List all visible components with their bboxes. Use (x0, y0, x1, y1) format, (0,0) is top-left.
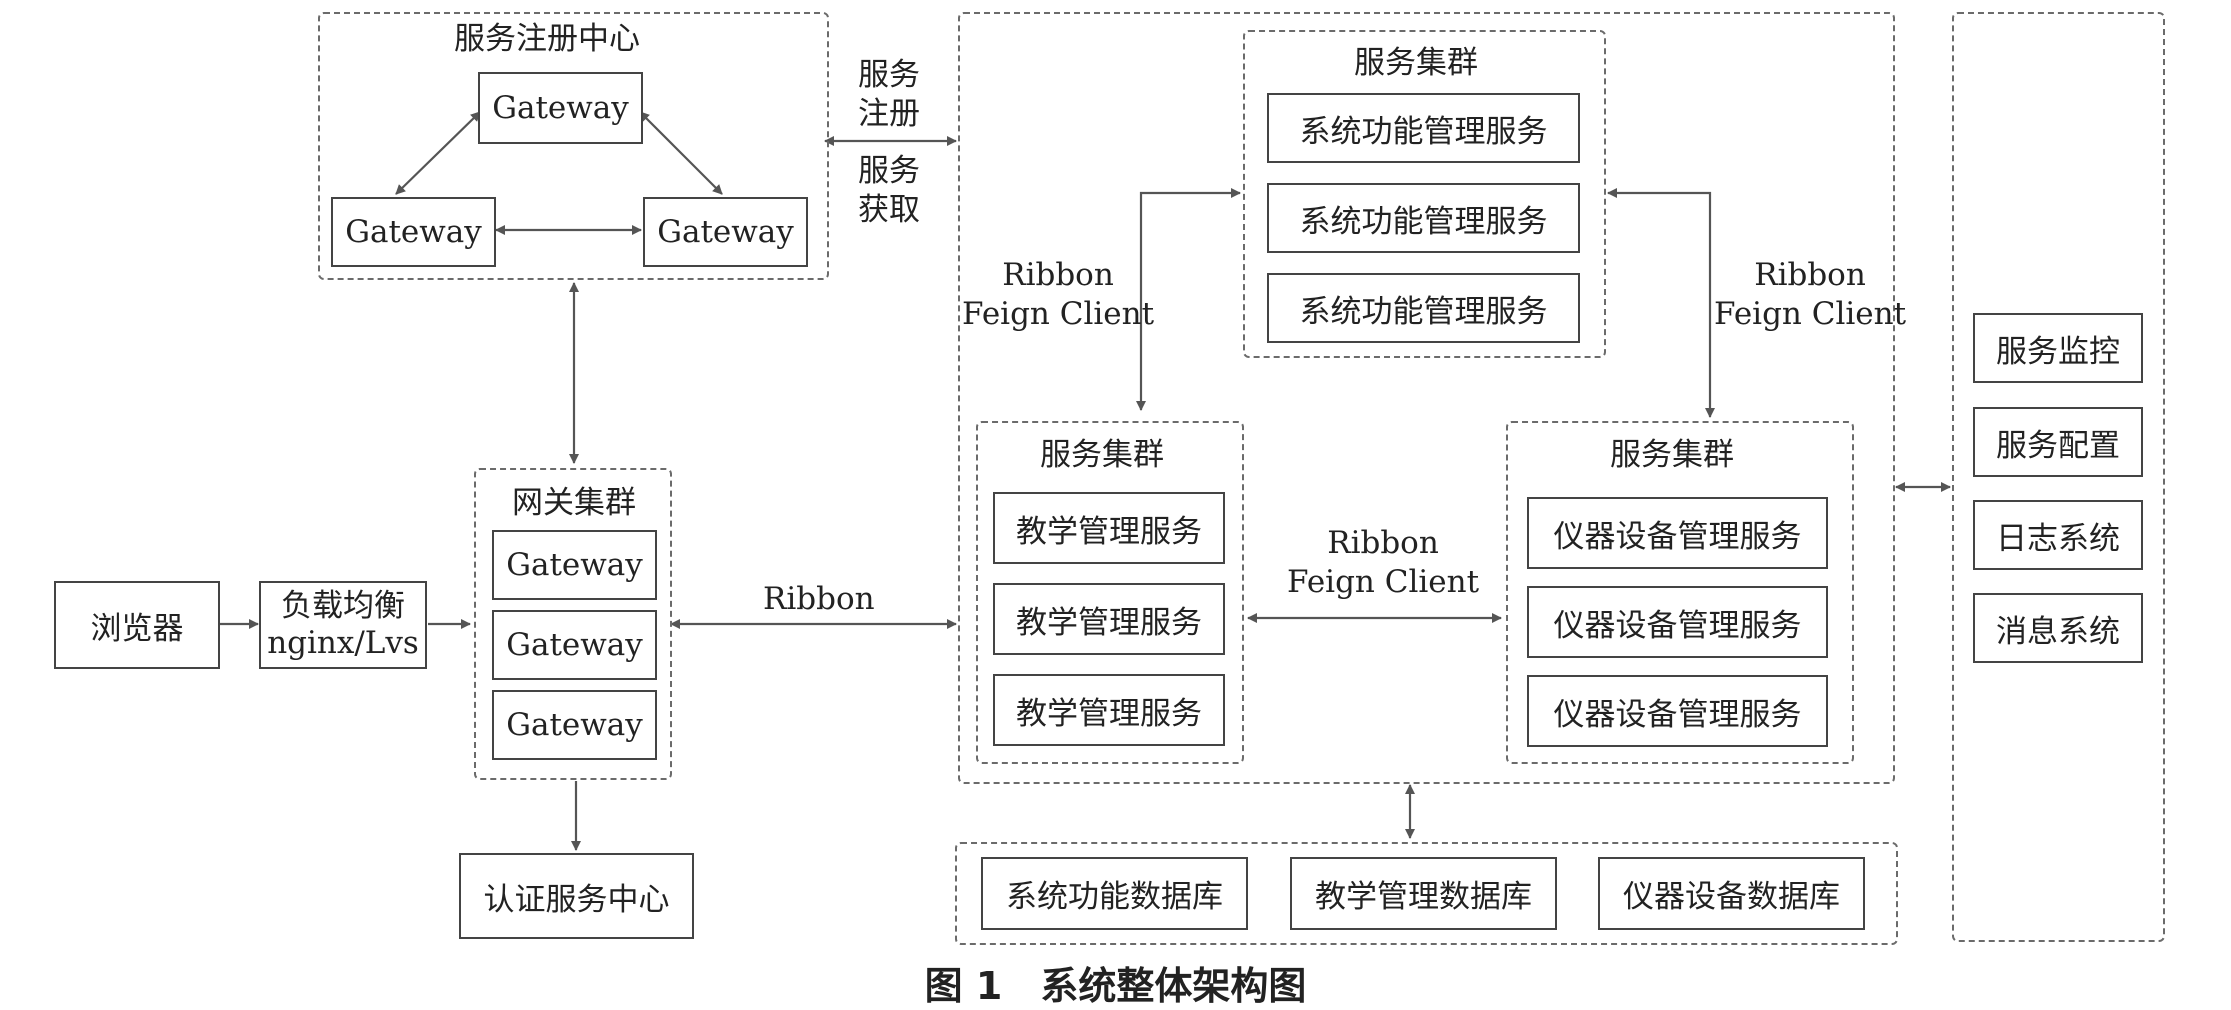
top-service-cluster (1243, 30, 1606, 358)
load-balancer-line2: nginx/Lvs (267, 625, 419, 661)
gateway-cluster (474, 468, 672, 780)
top-cluster-service-2: 系统功能管理服务 (1267, 183, 1580, 253)
registry-gateway-top: Gateway (478, 72, 643, 144)
top-cluster-title: 服务集群 (1354, 45, 1478, 81)
feign-middle-label: Ribbon Feign Client (1287, 524, 1479, 602)
registry-gateway-left: Gateway (331, 197, 496, 267)
load-balancer-box: 负载均衡 nginx/Lvs (259, 581, 427, 669)
right-cluster-service-2: 仪器设备管理服务 (1527, 586, 1828, 658)
database-teaching: 教学管理数据库 (1290, 857, 1557, 930)
figure-caption: 图 1 系统整体架构图 (924, 964, 1307, 1008)
ribbon-label: Ribbon (763, 581, 875, 617)
side-service-config: 服务配置 (1973, 407, 2143, 477)
side-service-monitor: 服务监控 (1973, 313, 2143, 383)
right-cluster-service-1: 仪器设备管理服务 (1527, 497, 1828, 569)
register-label: 服务 注册 (858, 56, 920, 134)
right-service-cluster (1506, 421, 1854, 764)
feign-right-line1: Ribbon (1754, 257, 1866, 293)
feign-right-line2: Feign Client (1714, 295, 1907, 332)
feign-right-label: Ribbon Feign Client (1714, 256, 1906, 334)
registry-gateway-right: Gateway (643, 197, 808, 267)
feign-left-label: Ribbon Feign Client (962, 256, 1154, 334)
side-message-system: 消息系统 (1973, 593, 2143, 663)
top-cluster-service-3: 系统功能管理服务 (1267, 273, 1580, 343)
registry-center (318, 12, 829, 280)
top-cluster-service-1: 系统功能管理服务 (1267, 93, 1580, 163)
right-cluster-service-3: 仪器设备管理服务 (1527, 675, 1828, 747)
feign-left-line2: Feign Client (962, 295, 1155, 332)
right-cluster-title: 服务集群 (1610, 437, 1734, 473)
register-label-line1: 服务 (858, 57, 920, 93)
gateway-cluster-item-1: Gateway (492, 530, 657, 600)
gateway-cluster-title: 网关集群 (512, 485, 636, 521)
feign-left-line1: Ribbon (1002, 257, 1114, 293)
gateway-cluster-item-3: Gateway (492, 690, 657, 760)
feign-middle-line2: Feign Client (1287, 563, 1480, 600)
left-cluster-service-2: 教学管理服务 (993, 583, 1225, 655)
register-label-line2: 注册 (858, 95, 920, 132)
database-group (955, 842, 1898, 945)
side-panel (1952, 12, 2165, 942)
fetch-label-line2: 获取 (858, 191, 920, 228)
gateway-cluster-item-2: Gateway (492, 610, 657, 680)
database-instrument: 仪器设备数据库 (1598, 857, 1865, 930)
left-cluster-service-3: 教学管理服务 (993, 674, 1225, 746)
fetch-label-line1: 服务 (858, 153, 920, 189)
feign-middle-line1: Ribbon (1327, 525, 1439, 561)
auth-center-box: 认证服务中心 (459, 853, 694, 939)
services-area (958, 12, 1895, 784)
browser-box: 浏览器 (54, 581, 220, 669)
fetch-label: 服务 获取 (858, 152, 920, 230)
left-cluster-title: 服务集群 (1040, 437, 1164, 473)
database-system: 系统功能数据库 (981, 857, 1248, 930)
side-log-system: 日志系统 (1973, 500, 2143, 570)
registry-title: 服务注册中心 (454, 21, 640, 57)
load-balancer-line1: 负载均衡 (281, 587, 405, 624)
left-cluster-service-1: 教学管理服务 (993, 492, 1225, 564)
left-service-cluster (976, 421, 1244, 764)
